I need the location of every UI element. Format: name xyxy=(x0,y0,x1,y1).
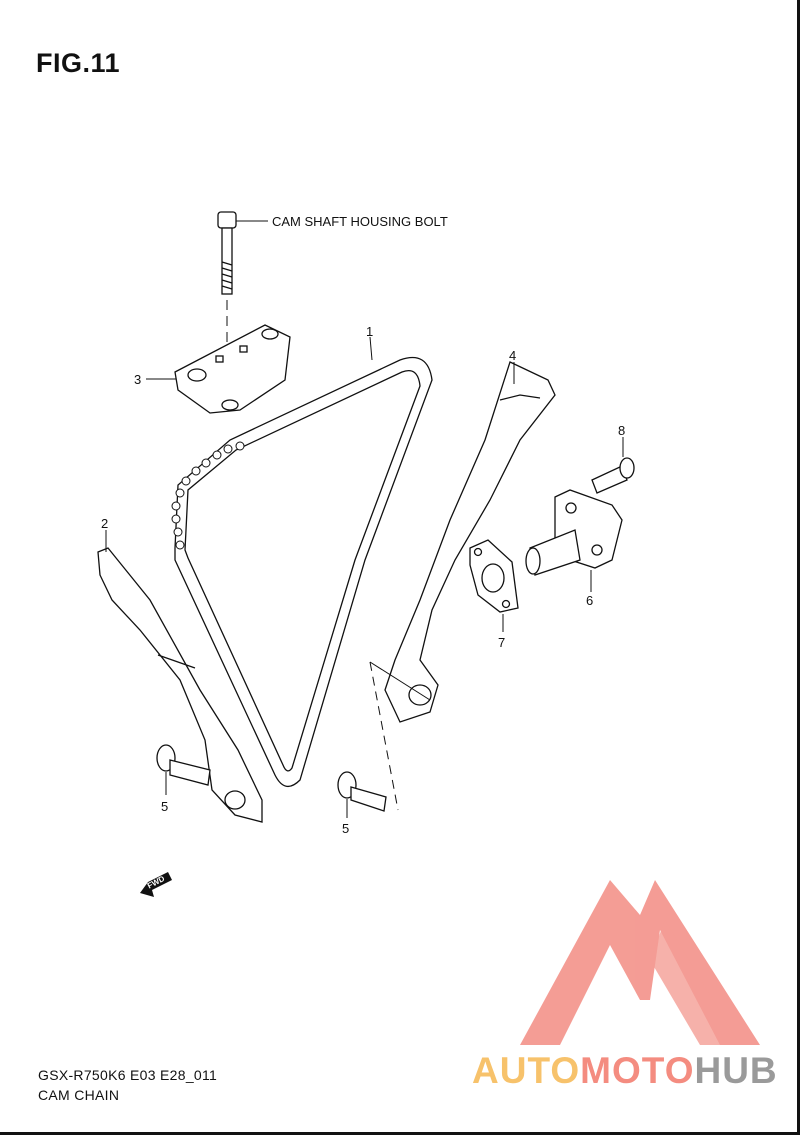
watermark-logo-mark xyxy=(520,880,760,1045)
figure-title: FIG.11 xyxy=(36,48,121,78)
group-name: CAM CHAIN xyxy=(38,1087,120,1103)
callout-5-right: 5 xyxy=(342,821,349,836)
fwd-arrow-icon: FWD xyxy=(140,872,172,897)
callout-4: 4 xyxy=(509,348,516,363)
guide-line xyxy=(369,661,399,811)
part-5-guide-bolt-left[interactable] xyxy=(156,744,211,786)
part-8-tensioner-bolt[interactable] xyxy=(591,457,635,494)
part-4-chain-tensioner-guide[interactable] xyxy=(384,361,556,723)
callout-1: 1 xyxy=(366,324,373,339)
part-3-chain-guide-holder[interactable] xyxy=(174,324,291,414)
cam-chain-links xyxy=(171,441,245,550)
watermark-wordmark: AUTOMOTOHUB xyxy=(472,1050,778,1092)
watermark-auto: AUTO xyxy=(472,1050,581,1091)
model-code: GSX-R750K6 E03 E28_011 xyxy=(38,1067,218,1083)
callout-3: 3 xyxy=(134,372,141,387)
callout-cam-shaft-housing-bolt: CAM SHAFT HOUSING BOLT xyxy=(272,214,448,229)
callout-7: 7 xyxy=(498,635,505,650)
part-1-cam-chain[interactable] xyxy=(174,356,433,787)
part-5-guide-bolt-right[interactable] xyxy=(337,771,387,812)
part-7-gasket[interactable] xyxy=(469,539,519,613)
part-2-chain-guide[interactable] xyxy=(97,547,263,823)
callout-5-left: 5 xyxy=(161,799,168,814)
guide-line xyxy=(369,661,431,701)
watermark-moto: MOTO xyxy=(580,1050,695,1091)
callout-8: 8 xyxy=(618,423,625,438)
callout-2: 2 xyxy=(101,516,108,531)
part-6-cam-chain-tensioner[interactable] xyxy=(525,489,623,576)
watermark-hub: HUB xyxy=(694,1050,778,1091)
callout-6: 6 xyxy=(586,593,593,608)
cam-shaft-housing-bolt[interactable] xyxy=(217,211,237,295)
